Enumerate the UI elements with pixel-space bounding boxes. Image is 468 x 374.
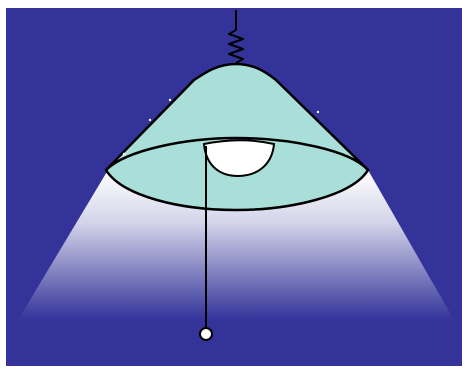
sparkle-dot — [149, 119, 151, 121]
sparkle-dot — [123, 153, 125, 155]
sparkle-dot — [317, 111, 319, 113]
sparkle-dot — [169, 99, 171, 101]
pull-knob — [200, 328, 212, 340]
